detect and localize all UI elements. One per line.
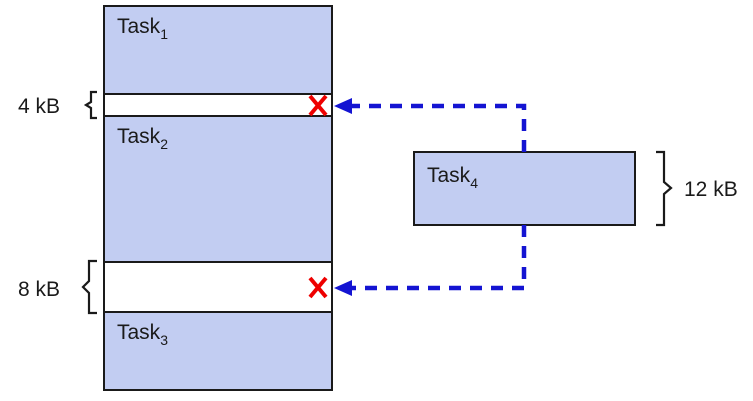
memory-block-task3-label: Task3 <box>117 321 168 348</box>
memory-hole-4kb <box>103 93 333 117</box>
memory-block-task2-label: Task2 <box>117 125 168 152</box>
reject-x-icon-4kb <box>308 94 328 117</box>
brace-8kb <box>81 259 97 315</box>
memory-block-task1 <box>103 5 333 95</box>
attempt-arrow-lower-head <box>334 280 352 296</box>
memory-block-task3 <box>103 311 333 391</box>
brace-4kb <box>83 90 97 120</box>
memory-block-task1-label: Task1 <box>117 15 168 42</box>
reject-x-icon-8kb <box>308 276 328 299</box>
memory-block-task2 <box>103 115 333 263</box>
incoming-task4-box <box>413 151 636 226</box>
attempt-arrow-lower-path <box>347 225 527 291</box>
hole-8kb-size-label: 8 kB <box>18 278 60 301</box>
incoming-task4-label: Task4 <box>427 164 478 191</box>
attempt-arrow-upper-head <box>334 98 352 114</box>
task4-size-label: 12 kB <box>684 178 738 201</box>
hole-4kb-size-label: 4 kB <box>18 95 60 118</box>
memory-hole-8kb <box>103 261 333 313</box>
brace-12kb <box>656 150 673 227</box>
attempt-arrow-upper-path <box>347 103 527 152</box>
